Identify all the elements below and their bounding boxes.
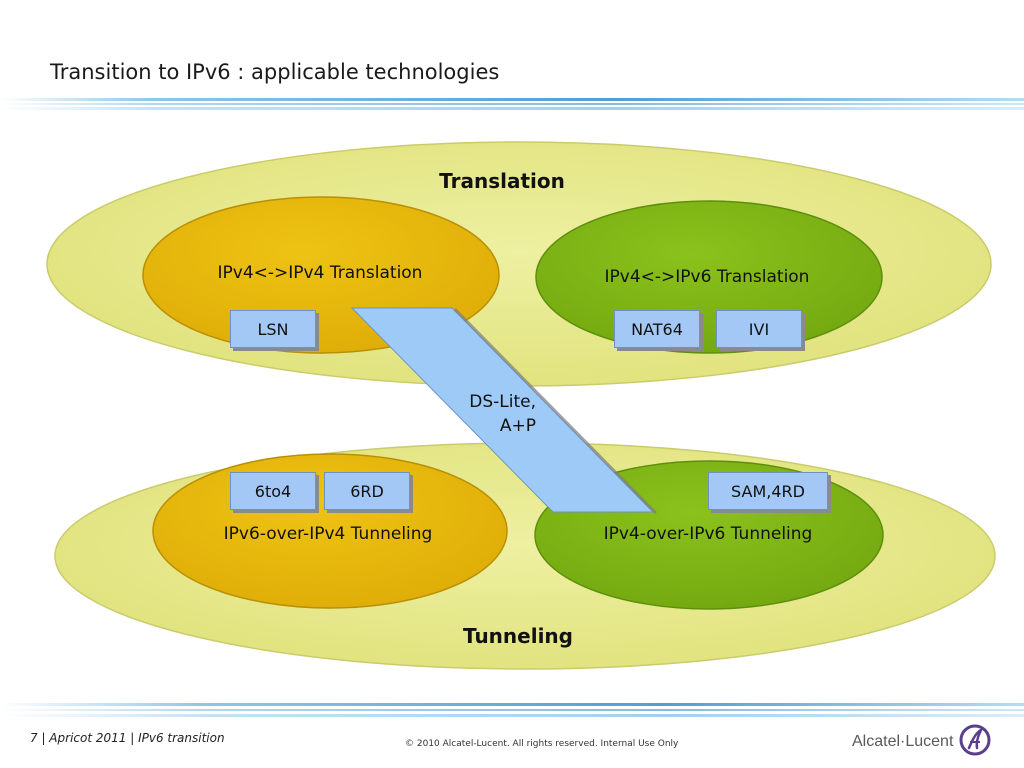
ds-lite-band (350, 307, 655, 513)
alcatel-lucent-logo-icon (959, 724, 991, 760)
v6-over-v4-tunneling-label: IPv6-over-IPv4 Tunneling (223, 524, 433, 544)
footer-copyright: © 2010 Alcatel-Lucent. All rights reserv… (405, 739, 679, 749)
tunneling-label: Tunneling (463, 624, 573, 648)
slide-title: Transition to IPv6 : applicable technolo… (50, 60, 500, 84)
footer-slide-info: 7 | Apricot 2011 | IPv6 transition (30, 731, 225, 745)
header-band (0, 94, 1024, 114)
translation-label: Translation (439, 169, 565, 193)
ivi-box: IVI (716, 310, 802, 348)
v4v6-translation-label: IPv4<->IPv6 Translation (604, 267, 810, 287)
v4v4-translation-label: IPv4<->IPv4 Translation (217, 263, 423, 283)
footer-band (0, 700, 1024, 722)
6to4-box: 6to4 (230, 472, 316, 510)
company-logo: Alcatel·Lucent (852, 724, 991, 760)
v4-over-v6-tunneling-label: IPv4-over-IPv6 Tunneling (603, 524, 813, 544)
lsn-box: LSN (230, 310, 316, 348)
logo-text: Alcatel·Lucent (852, 733, 954, 750)
6rd-box: 6RD (324, 472, 410, 510)
diagram-canvas (46, 141, 996, 670)
sam4rd-box: SAM,4RD (708, 472, 828, 510)
ds-lite-label: DS-Lite, A+P (469, 392, 536, 436)
nat64-box: NAT64 (614, 310, 700, 348)
ds-lite-band-shadow (454, 308, 657, 514)
